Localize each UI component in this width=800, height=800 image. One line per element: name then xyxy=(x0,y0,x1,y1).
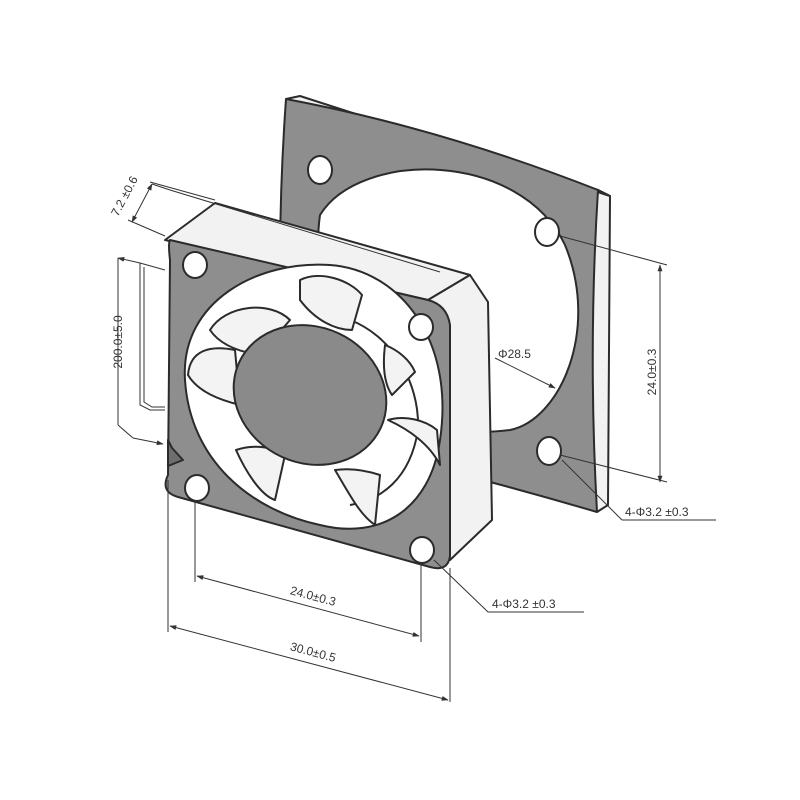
front-hole-top-right xyxy=(408,313,434,341)
cable-length-label: 200.0±5.0 xyxy=(111,315,125,369)
fan-blades xyxy=(187,275,441,526)
front-fan xyxy=(164,202,493,570)
rear-vertical-pitch-label: 24.0±0.3 xyxy=(645,348,659,395)
fan-cable xyxy=(139,262,166,411)
front-hole-bottom-left xyxy=(184,474,210,502)
bore-diameter-label: Φ28.5 xyxy=(498,347,531,361)
front-hole-spec-label: 4-Φ3.2 ±0.3 xyxy=(492,597,556,611)
horizontal-pitch-label: 24.0±0.3 xyxy=(289,583,338,609)
rear-hole-top-left xyxy=(307,155,333,185)
rear-hole-top-right xyxy=(534,217,560,247)
thickness-label: 7.2 ±0.6 xyxy=(108,173,141,218)
front-hole-top-left xyxy=(182,251,208,279)
dimension-lines xyxy=(117,181,716,702)
front-hole-bottom-right xyxy=(409,536,435,564)
fan-hub xyxy=(232,324,388,466)
rear-hole-spec-label: 4-Φ3.2 ±0.3 xyxy=(625,505,689,519)
rear-hole-bottom-right xyxy=(536,436,562,466)
frame-width-label: 30.0±0.5 xyxy=(289,639,338,665)
